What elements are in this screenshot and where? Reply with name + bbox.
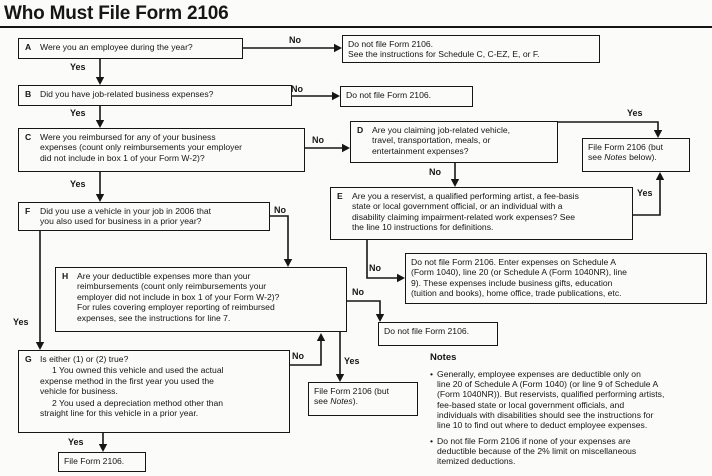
label-f-yes: Yes xyxy=(13,317,29,327)
box-text-c: Were you reimbursed for any of your busi… xyxy=(40,132,243,163)
box-letter-b: B xyxy=(25,89,32,99)
box-text-f: Did you use a vehicle in your job in 200… xyxy=(40,206,212,227)
notes-bullet-2: • Do not file Form 2106 if none of your … xyxy=(430,436,708,466)
outcome-box-g-yes: File Form 2106. xyxy=(58,452,146,472)
label-a-no: No xyxy=(289,35,301,45)
box-text-d: Are you claiming job-related vehicle, tr… xyxy=(372,125,511,156)
box-letter-g: G xyxy=(25,354,32,364)
label-c-no: No xyxy=(312,135,324,145)
connector-a-no xyxy=(243,43,342,53)
label-e-no: No xyxy=(369,263,381,273)
bullet-icon: • xyxy=(430,369,434,380)
outcome-box-h-no: Do not file Form 2106. xyxy=(378,322,498,346)
notes-bullet-1: • Generally, employee expenses are deduc… xyxy=(430,369,708,430)
outcome-text-g-yes: File Form 2106. xyxy=(64,456,125,466)
box-letter-c: C xyxy=(25,132,32,142)
label-d-yes: Yes xyxy=(627,108,643,118)
label-b-no: No xyxy=(291,84,303,94)
question-box-c: C Were you reimbursed for any of your bu… xyxy=(18,128,305,172)
box-text-g: Is either (1) or (2) true? 1 You owned t… xyxy=(40,354,286,430)
notes-title: Notes xyxy=(430,352,457,363)
box-text-b: Did you have job-related business expens… xyxy=(40,89,214,99)
box-letter-e: E xyxy=(337,191,343,201)
label-e-yes: Yes xyxy=(637,188,653,198)
label-a-yes: Yes xyxy=(70,62,86,72)
notes-bullet-1-text: Generally, employee expenses are deducti… xyxy=(437,369,665,430)
box-text-e: Are you a reservist, a qualified perform… xyxy=(352,191,579,233)
question-box-d: D Are you claiming job-related vehicle, … xyxy=(350,121,558,163)
outcome-text-d-yes: File Form 2106 (but see Notes below). xyxy=(588,142,663,163)
bullet-icon: • xyxy=(430,436,434,447)
label-c-yes: Yes xyxy=(70,179,86,189)
connector-h-no xyxy=(347,300,385,322)
connector-c-no xyxy=(305,143,350,153)
question-box-e: E Are you a reservist, a qualified perfo… xyxy=(330,187,633,240)
outcome-text-e-no: Do not file Form 2106. Enter expenses on… xyxy=(411,257,627,299)
connector-f-yes xyxy=(35,231,45,350)
outcome-text-h-no: Do not file Form 2106. xyxy=(384,326,470,336)
outcome-text-a-no: Do not file Form 2106. See the instructi… xyxy=(348,39,540,60)
question-box-h: H Are your deductible expenses more than… xyxy=(55,267,347,332)
connector-d-yes xyxy=(558,121,663,138)
outcome-box-d-yes: File Form 2106 (but see Notes below). xyxy=(582,138,690,172)
outcome-box-h-yes: File Form 2106 (but see Notes). xyxy=(308,382,418,416)
page-title: Who Must File Form 2106 xyxy=(4,3,229,24)
label-f-no: No xyxy=(274,205,286,215)
label-g-yes: Yes xyxy=(68,437,84,447)
connector-b-yes xyxy=(95,106,105,128)
question-box-f: F Did you use a vehicle in your job in 2… xyxy=(18,202,270,231)
outcome-box-b-no: Do not file Form 2106. xyxy=(340,86,473,107)
title-rule xyxy=(0,26,712,28)
question-box-a: A Were you an employee during the year? xyxy=(18,38,243,59)
question-box-g: G Is either (1) or (2) true? 1 You owned… xyxy=(18,350,290,433)
box-text-h: Are your deductible expenses more than y… xyxy=(77,271,280,323)
connector-e-no xyxy=(366,240,405,283)
notes-section: Notes • Generally, employee expenses are… xyxy=(430,352,708,466)
g-item-1: 1 You owned this vehicle and used the ac… xyxy=(40,365,224,397)
label-b-yes: Yes xyxy=(70,108,86,118)
outcome-text-h-yes: File Form 2106 (but see Notes). xyxy=(314,386,389,407)
label-d-no: No xyxy=(429,167,441,177)
outcome-box-e-no: Do not file Form 2106. Enter expenses on… xyxy=(405,253,707,304)
outcome-box-a-no: Do not file Form 2106. See the instructi… xyxy=(342,35,600,63)
box-letter-f: F xyxy=(25,206,31,216)
box-text-a: Were you an employee during the year? xyxy=(40,42,193,52)
label-g-no: No xyxy=(292,351,304,361)
outcome-text-b-no: Do not file Form 2106. xyxy=(346,90,432,100)
connector-d-no xyxy=(450,163,460,187)
connector-a-yes xyxy=(95,59,105,85)
box-letter-d: D xyxy=(357,125,364,135)
g-intro: Is either (1) or (2) true? xyxy=(40,354,129,364)
connector-h-yes xyxy=(335,332,345,382)
notes-bullet-2-text: Do not file Form 2106 if none of your ex… xyxy=(437,436,637,467)
box-letter-a: A xyxy=(25,42,32,52)
question-box-b: B Did you have job-related business expe… xyxy=(18,85,292,106)
box-letter-h: H xyxy=(62,271,69,281)
label-h-yes: Yes xyxy=(344,356,360,366)
connector-f-no xyxy=(270,215,293,267)
label-h-no: No xyxy=(352,287,364,297)
g-item-2: 2 You used a depreciation method other t… xyxy=(40,397,224,419)
connector-g-yes xyxy=(98,433,108,452)
connector-c-yes xyxy=(95,172,105,202)
